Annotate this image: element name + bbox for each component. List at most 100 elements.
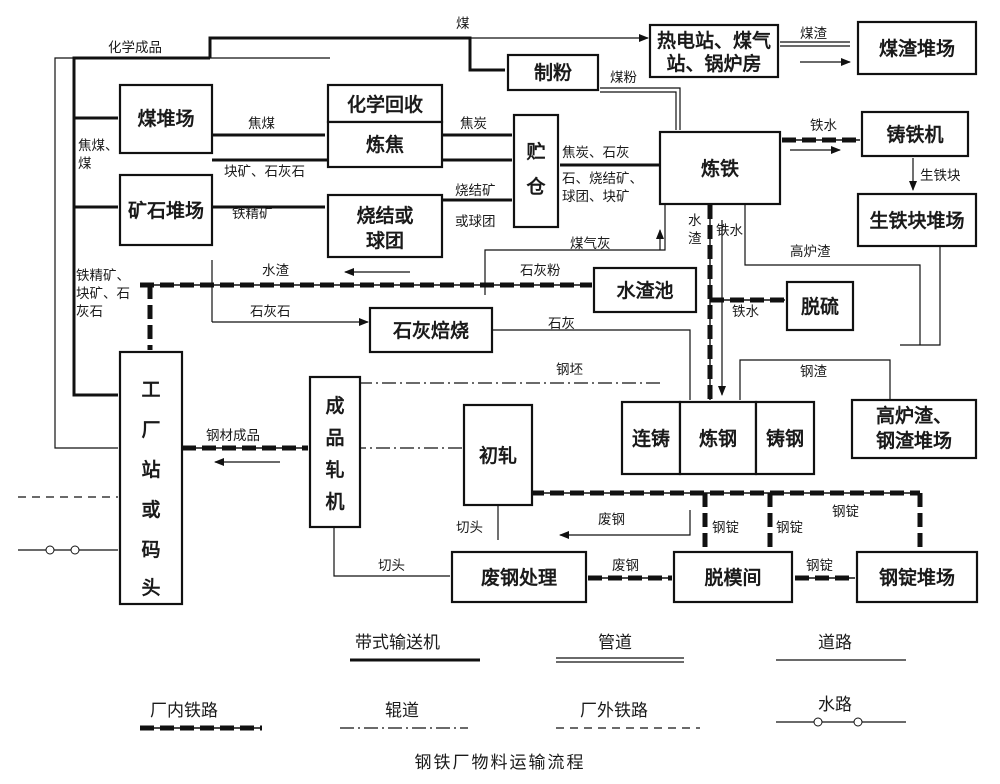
gas-ash-road [484,205,666,295]
legend-pipe: 管道 [556,633,684,663]
label-coke-coal: 焦煤 [248,116,275,132]
slag-pipe [780,41,850,47]
svg-text:连铸: 连铸 [632,427,670,450]
node-power-station: 热电站、煤气 站、锅炉房 [648,23,780,79]
label-molten-iron-1: 铁水 [810,118,838,134]
bf-slag-road [744,205,921,345]
svg-text:机: 机 [325,491,344,513]
label-slag: 煤渣 [800,26,828,42]
svg-text:厂: 厂 [141,419,160,441]
label-bf-slag: 高炉渣 [790,243,831,260]
steel-slag-road [739,359,891,400]
node-ingot-yard: 钢锭堆场 [855,550,979,604]
node-slag-pool: 水渣池 [592,266,698,314]
svg-text:站: 站 [141,458,160,481]
svg-text:品: 品 [325,427,344,449]
legend-road: 道路 [776,633,906,661]
svg-text:球团: 球团 [366,229,404,252]
svg-text:炼焦: 炼焦 [366,133,404,156]
svg-text:仓: 仓 [525,175,546,198]
label-ingot-1: 钢锭 [712,520,739,536]
node-ironmaking: 炼铁 [658,130,782,206]
label-billet: 钢坯 [556,362,583,378]
label-ore-left-2: 块矿、石 [76,286,130,302]
label-ore-left-3: 灰石 [76,304,103,320]
node-desulfur: 脱硫 [785,280,855,332]
legend-roller: 辊道 [340,701,468,729]
node-sinter-pellet: 烧结或 球团 [326,193,444,259]
legend: 带式输送机 管道 道路 厂内铁路 辊道 厂外铁路 水路 [140,633,906,731]
chem-products-road [54,57,330,449]
svg-text:高炉渣、: 高炉渣、 [876,404,952,427]
svg-text:石灰焙烧: 石灰焙烧 [392,319,469,342]
belt-coal-to-powder [208,36,505,72]
legend-waterway: 水路 [776,695,906,727]
node-iron-casting: 铸铁机 [860,110,970,158]
svg-text:辊道: 辊道 [385,701,419,721]
label-lime: 石灰 [548,316,575,332]
belt-branches [74,116,118,209]
label-chemical-products: 化学成品 [108,40,162,56]
belt-left-trunk [72,95,118,397]
label-ingot-2: 钢锭 [776,520,803,536]
label-water-slag: 水渣 [262,263,289,279]
svg-text:铸铁机: 铸铁机 [886,123,943,146]
powder-pipe [600,87,681,130]
node-roughing: 初轧 [462,403,534,507]
label-bunker-out-1: 焦炭、石灰 [562,145,630,161]
node-slag-yard: 煤渣堆场 [856,20,978,76]
label-gas-ash: 煤气灰 [570,236,611,252]
label-steel-products: 钢材成品 [206,428,260,444]
label-steel-slag: 钢渣 [800,364,828,380]
svg-text:铸钢: 铸钢 [766,427,804,450]
svg-text:厂外铁路: 厂外铁路 [580,701,648,721]
svg-text:生铁块堆场: 生铁块堆场 [869,209,964,232]
svg-text:厂内铁路: 厂内铁路 [150,701,218,721]
label-coke-coal-side-1: 焦煤、 [78,138,119,154]
label-coke-coal-side-2: 煤 [78,156,92,172]
svg-text:管道: 管道 [598,633,632,653]
diagram-caption: 钢铁厂物料运输流程 [415,753,586,773]
svg-text:热电站、煤气: 热电站、煤气 [657,29,771,52]
edge-labels: 煤 化学成品 煤渣 煤粉 焦煤 焦炭 焦煤、 煤 块矿、石灰石 焦炭、石灰 石、… [76,16,961,574]
label-water-slag-v2: 渣 [688,231,702,247]
svg-text:初轧: 初轧 [479,444,517,467]
svg-text:或: 或 [141,498,160,521]
node-pig-iron-yard: 生铁块堆场 [856,192,978,248]
svg-text:煤渣堆场: 煤渣堆场 [879,37,955,60]
waterway-dot-1 [45,545,55,555]
svg-text:轧: 轧 [325,458,344,481]
label-ore-left-1: 铁精矿、 [76,268,130,284]
svg-text:钢锭堆场: 钢锭堆场 [879,566,955,589]
svg-text:码: 码 [141,539,160,561]
svg-text:头: 头 [141,577,160,599]
label-scrap-steel-1: 废钢 [598,512,625,528]
svg-text:带式输送机: 带式输送机 [355,633,440,653]
rail-ingot-v [702,493,773,552]
scrap-arrow-1 [559,510,691,539]
svg-text:烧结或: 烧结或 [356,204,413,227]
label-lime-powder: 石灰粉 [520,263,561,279]
node-powder: 制粉 [506,53,600,92]
label-coke: 焦炭 [460,116,487,132]
svg-text:脱模间: 脱模间 [704,566,761,589]
node-factory-station: 工 厂 站 或 码 头 [118,350,184,606]
label-ingot-3: 钢锭 [832,504,859,520]
label-sinter-2: 或球团 [455,214,496,230]
label-bunker-out-2: 石、烧结矿、 [562,171,643,187]
svg-text:道路: 道路 [818,633,852,653]
svg-text:废钢处理: 废钢处理 [481,566,557,589]
node-scrap-processing: 废钢处理 [450,550,588,604]
label-limestone: 石灰石 [250,304,291,320]
legend-outer-rail: 厂外铁路 [556,701,700,729]
svg-text:成: 成 [325,394,344,417]
svg-text:工: 工 [141,379,160,401]
node-coking: 炼焦 [326,120,444,169]
legend-inner-rail: 厂内铁路 [140,701,262,731]
label-water-slag-v1: 水 [688,213,702,229]
crop-road-2 [333,528,450,577]
label-pig-iron-block: 生铁块 [920,168,961,184]
label-iron-concentrate: 铁精矿 [232,206,273,222]
node-bunker: 贮 仓 [512,113,560,229]
